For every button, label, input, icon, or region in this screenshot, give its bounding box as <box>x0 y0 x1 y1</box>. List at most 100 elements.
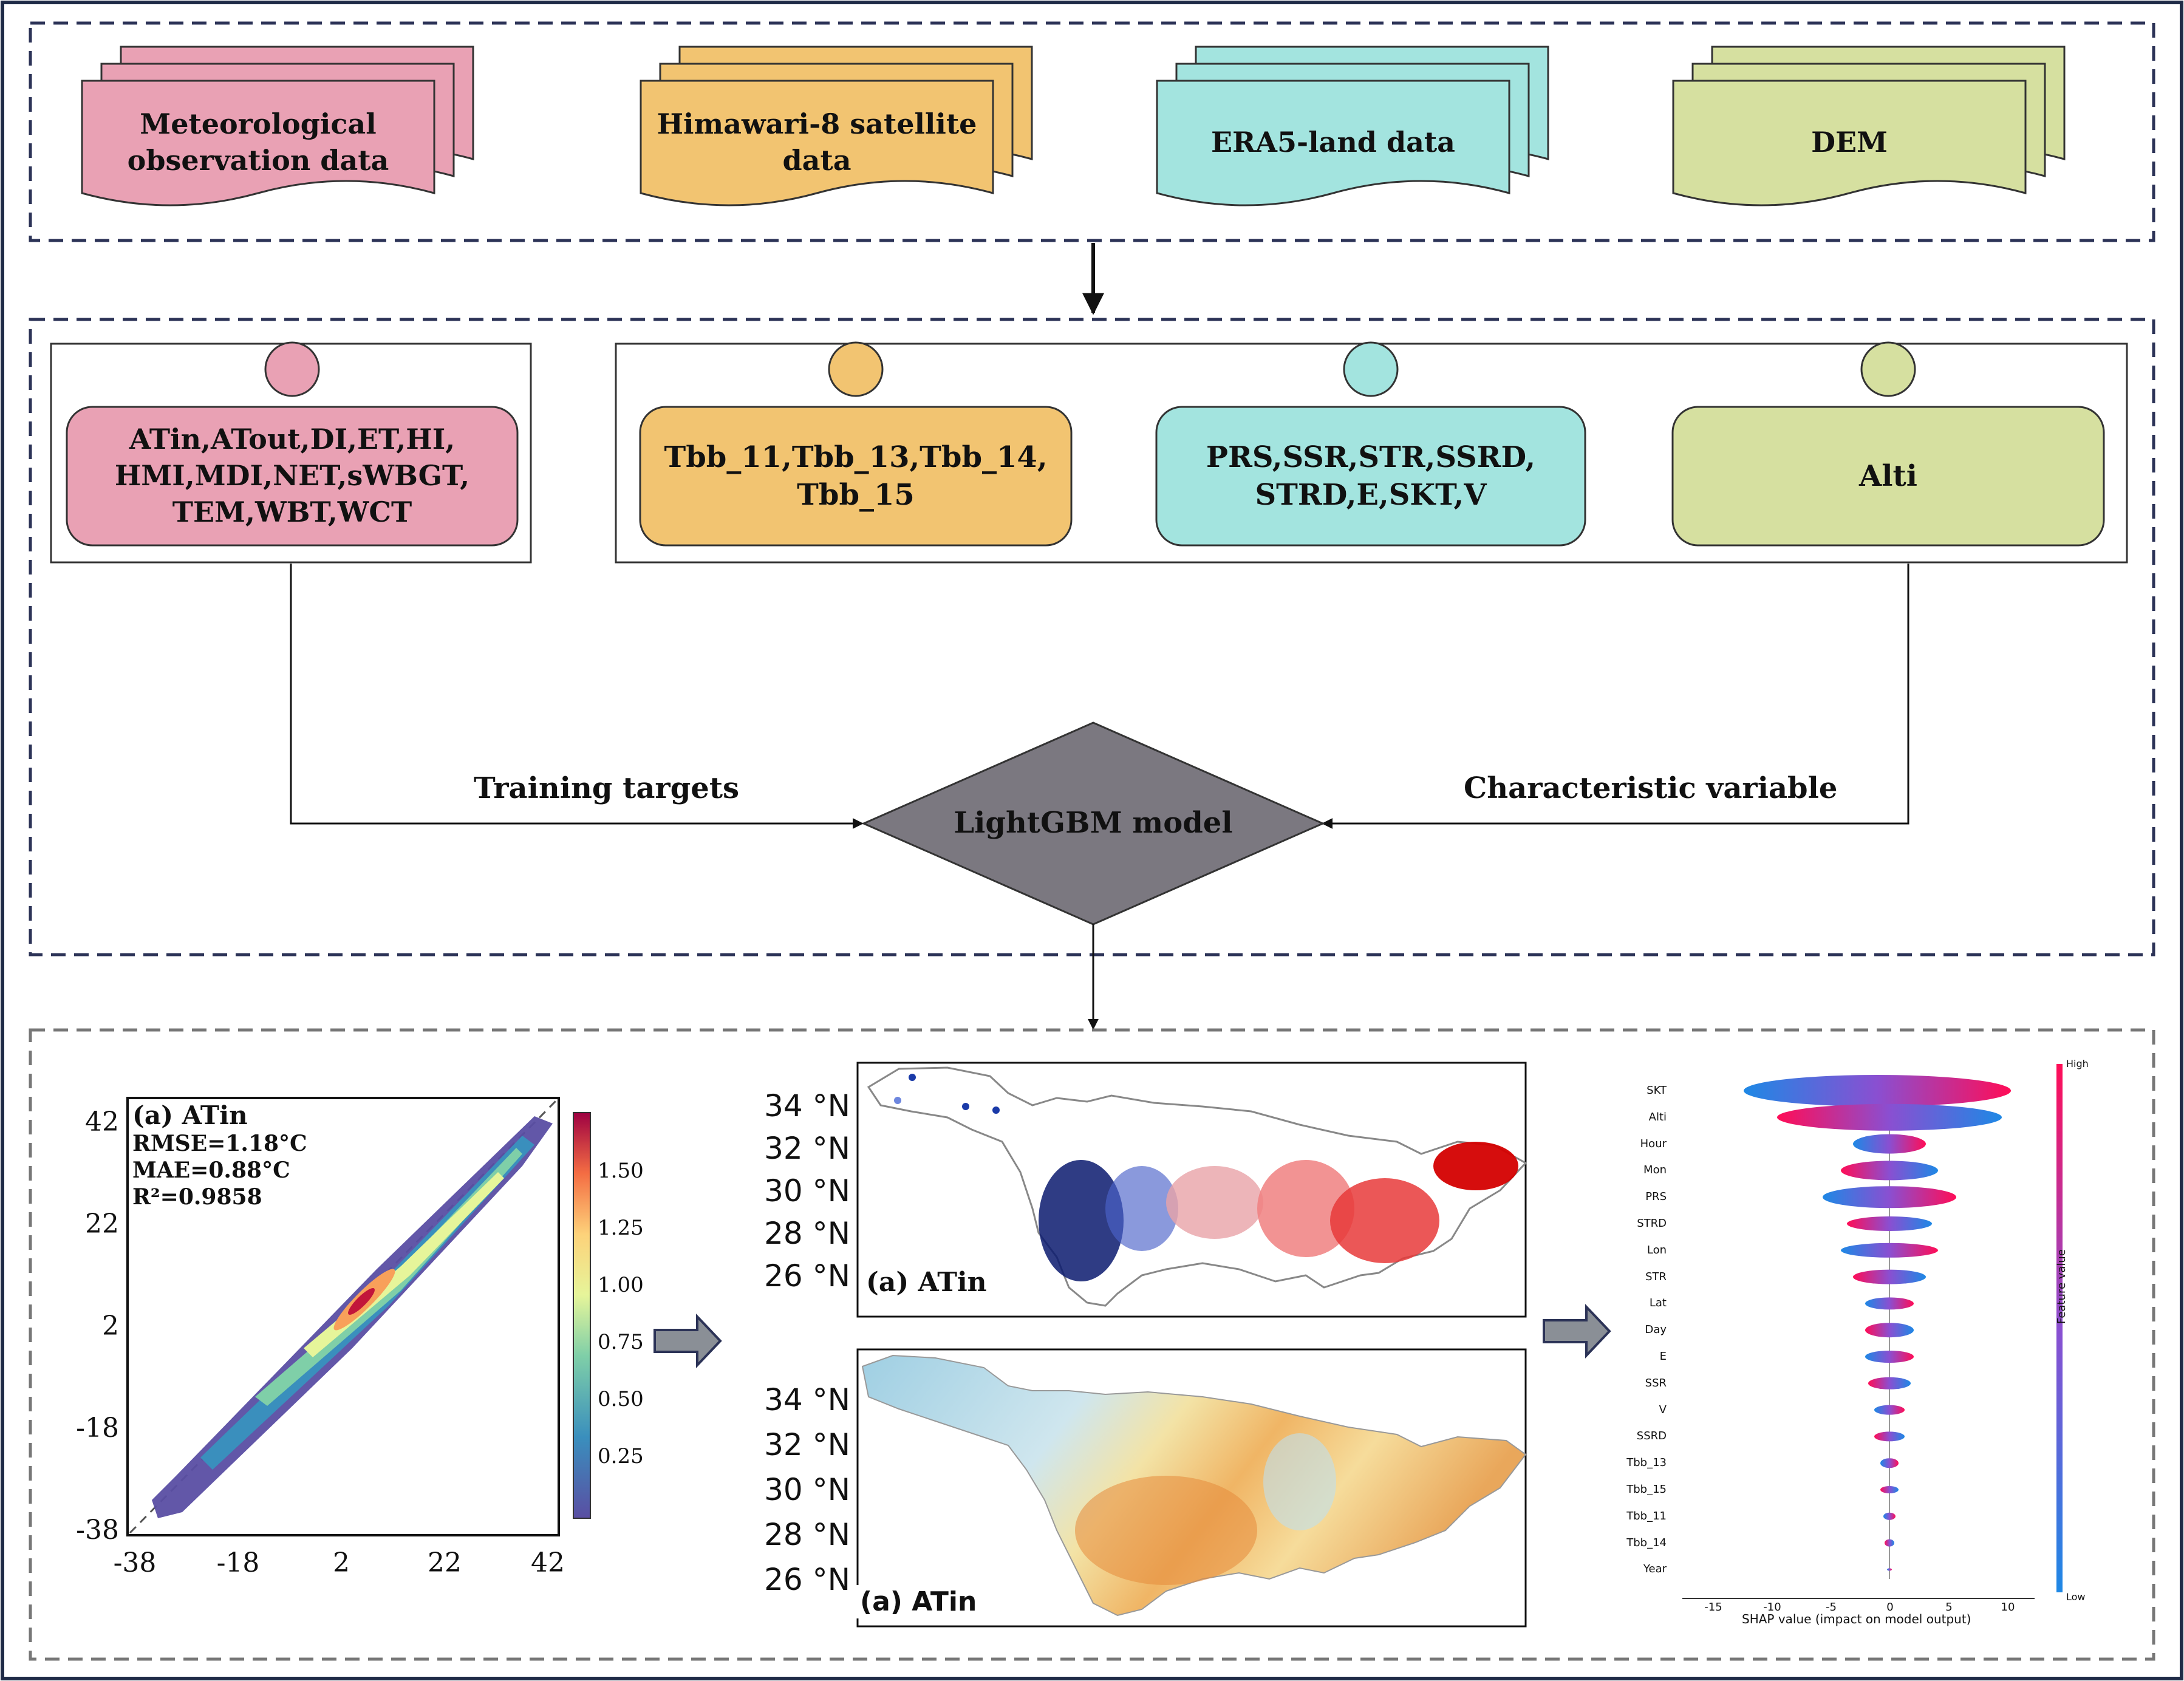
shap-feature-label: E <box>1659 1350 1667 1363</box>
variable-group-label-2: PRS,SSR,STR,SSRD, STRD,E,SKT,V <box>1206 440 1536 512</box>
raster-map-panel <box>856 1348 1527 1628</box>
scatter-colorbar <box>573 1112 591 1519</box>
results-arrow-left <box>653 1313 722 1369</box>
shap-violin <box>1865 1297 1914 1310</box>
shap-feature-label: PRS <box>1645 1190 1667 1204</box>
data-source-label-1: Himawari-8 satellite data <box>657 107 977 177</box>
shap-x-tick: 10 <box>2001 1601 2015 1614</box>
variable-group-label-3: Alti <box>1859 459 1917 493</box>
raster-cool-zone <box>1263 1433 1336 1530</box>
scatter-x-tick: -18 <box>216 1547 260 1578</box>
station-map-title: (a) ATin <box>862 1266 991 1299</box>
variable-group-dot-2 <box>1343 341 1399 397</box>
scatter-mae: MAE=0.88°C <box>132 1158 290 1183</box>
shap-feature-label: Hour <box>1640 1137 1667 1150</box>
shap-feature-label: Mon <box>1643 1164 1667 1177</box>
shap-xlabel: SHAP value (impact on model output) <box>1742 1612 1971 1626</box>
station-dots <box>894 1074 1518 1281</box>
shap-x-tick: 5 <box>1945 1601 1953 1614</box>
data-source-sheet <box>640 80 994 206</box>
variable-group-dot-0 <box>264 341 320 397</box>
shap-violin <box>1880 1486 1899 1493</box>
variable-group-dot-1 <box>828 341 884 397</box>
scatter-colorbar-tick: 0.50 <box>598 1387 644 1411</box>
shap-violin <box>1823 1186 1956 1209</box>
shap-feature-label: Tbb_15 <box>1626 1483 1667 1496</box>
variable-group-box-0 <box>66 406 519 547</box>
scatter-y-tick: -18 <box>76 1413 119 1444</box>
shap-violin <box>1880 1458 1899 1468</box>
shap-panel <box>1682 1064 2063 1599</box>
shap-violin <box>1744 1075 2011 1106</box>
data-source-label-2: ERA5-land data <box>1210 126 1455 159</box>
scatter-y-tick: 2 <box>102 1311 119 1342</box>
scatter-y-tick: -38 <box>76 1515 119 1546</box>
raster-map-lat-tick: 32 °N <box>764 1427 850 1462</box>
scatter-colorbar-tick: 1.25 <box>598 1216 644 1240</box>
shap-feature-label: SSR <box>1645 1376 1667 1389</box>
shap-violin <box>1853 1269 1926 1284</box>
shap-feature-label: SKT <box>1647 1084 1667 1097</box>
lightgbm-model-label: LightGBM model <box>954 805 1233 840</box>
shap-feature-label: Lat <box>1649 1297 1667 1310</box>
shap-feature-label: Year <box>1643 1563 1667 1576</box>
shap-feature-label: Lon <box>1647 1243 1667 1256</box>
shap-feature-label: STRD <box>1637 1217 1667 1230</box>
shap-violin <box>1847 1216 1932 1231</box>
shap-feature-label: STR <box>1645 1270 1667 1283</box>
shap-feature-label: Day <box>1645 1323 1667 1337</box>
variable-group-label-0: ATin,ATout,DI,ET,HI, HMI,MDI,NET,sWBGT, … <box>114 423 470 528</box>
raster-map-lat-tick: 30 °N <box>764 1472 850 1507</box>
shap-x-tick: -10 <box>1763 1601 1781 1614</box>
data-source-stack-2 <box>1156 46 1549 206</box>
data-source-label-3: DEM <box>1811 126 1888 159</box>
shap-violin <box>1874 1431 1905 1442</box>
shap-feature-label: Alti <box>1648 1110 1667 1124</box>
scatter-colorbar-tick: 1.00 <box>598 1273 644 1297</box>
data-source-sheet <box>1156 80 1510 206</box>
variable-group-box-2 <box>1155 406 1586 547</box>
characteristic-variable-label: Characteristic variable <box>1464 771 1838 805</box>
shap-violin <box>1841 1161 1938 1181</box>
shap-violin <box>1841 1243 1938 1258</box>
shap-colorbar-high: High <box>2066 1058 2089 1069</box>
scatter-x-tick: -38 <box>113 1547 157 1578</box>
shap-feature-label: Tbb_11 <box>1626 1509 1667 1522</box>
shap-violin <box>1883 1512 1896 1520</box>
station-map-panel <box>856 1062 1527 1318</box>
shap-feature-label: SSRD <box>1636 1430 1667 1443</box>
scatter-y-tick: 22 <box>85 1209 119 1239</box>
shap-feature-label: V <box>1659 1403 1667 1416</box>
variable-group-label-1: Tbb_11,Tbb_13,Tbb_14, Tbb_15 <box>664 440 1048 512</box>
data-source-stack-3 <box>1672 46 2066 206</box>
scatter-x-tick: 22 <box>428 1547 462 1578</box>
shap-colorbar <box>2056 1064 2063 1592</box>
variable-group-dot-3 <box>1860 341 1916 397</box>
data-source-sheet <box>81 80 435 206</box>
raster-warm-zone <box>1075 1476 1257 1585</box>
scatter-title: (a) ATin <box>132 1100 248 1130</box>
variable-group-box-1 <box>639 406 1073 547</box>
shap-violin <box>1874 1405 1905 1415</box>
shap-x-tick: -15 <box>1704 1601 1722 1614</box>
station-map-lat-tick: 28 °N <box>764 1216 850 1251</box>
shap-violin <box>1853 1134 1926 1154</box>
training-targets-connector <box>290 564 864 829</box>
station-map-lat-tick: 26 °N <box>764 1258 850 1294</box>
variables-frame <box>29 318 2155 956</box>
data-source-sheet <box>1672 80 2027 206</box>
shap-feature-label: Tbb_14 <box>1626 1536 1667 1549</box>
data-source-stack-0 <box>81 46 474 206</box>
characteristic-variable-connector <box>1322 564 1909 829</box>
shap-violin <box>1868 1377 1911 1389</box>
scatter-density-cloud <box>152 1116 553 1518</box>
scatter-y-tick: 42 <box>85 1106 119 1137</box>
data-sources-frame <box>29 21 2155 242</box>
results-arrow-right <box>1543 1303 1611 1359</box>
scatter-colorbar-tick: 0.75 <box>598 1330 644 1354</box>
scatter-x-tick: 42 <box>531 1547 565 1578</box>
shap-violin <box>1865 1323 1914 1338</box>
scatter-r2: R²=0.9858 <box>132 1184 262 1210</box>
shap-violin <box>1865 1351 1914 1363</box>
